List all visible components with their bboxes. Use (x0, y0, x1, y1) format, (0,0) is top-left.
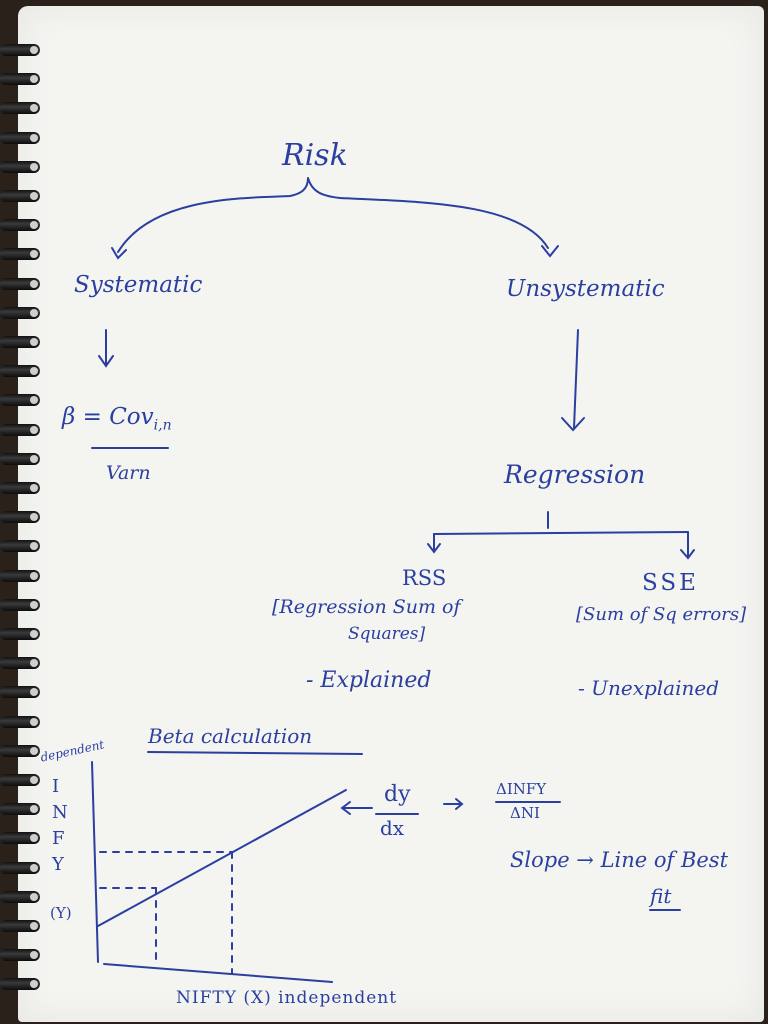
risk-label: Risk (282, 138, 348, 173)
x-axis (103, 963, 333, 983)
risk-brace (117, 177, 549, 253)
arrow-unsystematic-down (561, 329, 585, 432)
spiral-hole (30, 805, 38, 814)
spiral-hole (30, 688, 38, 697)
spiral-hole (30, 250, 38, 259)
arrow-sse (680, 531, 695, 560)
delta-numerator: ΔINFY (496, 780, 547, 798)
rss-note: - Explained (306, 668, 432, 693)
y-axis-letter: Y (52, 854, 64, 875)
spiral-hole (30, 367, 38, 376)
y-axis (91, 761, 99, 963)
spiral-hole (30, 308, 38, 317)
sse-label: SSE (642, 570, 699, 596)
beta-formula-sub: i,n (153, 417, 172, 434)
spiral-hole (30, 746, 38, 755)
spiral-hole (30, 951, 38, 960)
spiral-hole (30, 279, 38, 288)
spiral-hole (30, 75, 38, 84)
spiral-hole (30, 717, 38, 726)
systematic-label: Systematic (74, 272, 203, 298)
spiral-hole (30, 454, 38, 463)
spiral-hole (30, 192, 38, 200)
best-fit-line (97, 789, 347, 927)
sse-full: [Sum of Sq errors] (576, 604, 747, 625)
spiral-hole (30, 484, 38, 492)
spiral-hole (30, 892, 38, 901)
y-axis-letter: F (52, 828, 65, 849)
spiral-binding (0, 44, 44, 1004)
beta-denominator: Varn (106, 462, 151, 484)
rss-full-line2: Squares] (348, 624, 426, 644)
spiral-hole (30, 571, 38, 580)
spiral-hole (30, 133, 38, 142)
beta-formula-main: β = Cov (62, 404, 154, 430)
arrow-to-dydx (340, 801, 373, 815)
regression-label: Regression (504, 460, 646, 489)
arrow-to-delta (443, 798, 464, 810)
spiral-hole (30, 600, 38, 609)
spiral-hole (30, 542, 38, 551)
spiral-hole (30, 162, 38, 171)
slope-fit: fit (650, 884, 672, 908)
rss-full-line1: [Regression Sum of (272, 596, 461, 618)
spiral-hole (30, 425, 38, 434)
arrow-systematic-head (111, 247, 127, 260)
regression-branch (433, 531, 689, 535)
beta-formula: β = Covi,n (62, 404, 172, 434)
spiral-hole (30, 630, 38, 638)
y-axis-letter: I (52, 776, 60, 797)
arrow-systematic-down (98, 329, 114, 368)
spiral-hole (30, 46, 38, 54)
spiral-hole (30, 980, 38, 989)
arrow-rss (427, 533, 441, 554)
spiral-hole (30, 863, 38, 872)
spiral-hole (30, 834, 38, 843)
spiral-hole (30, 776, 38, 784)
spiral-hole (30, 338, 38, 346)
spiral-hole (30, 659, 38, 668)
y-axis-letter: N (52, 802, 68, 823)
spiral-hole (30, 922, 38, 930)
unsystematic-label: Unsystematic (506, 276, 665, 302)
delta-denominator: ΔNI (510, 804, 540, 822)
rss-label: RSS (402, 566, 447, 590)
beta-heading: Beta calculation (148, 724, 313, 748)
slope-text: Slope → Line of Best (510, 848, 729, 872)
beta-heading-underline (147, 751, 363, 755)
dy-label: dy (384, 782, 411, 807)
spiral-hole (30, 396, 38, 405)
spiral-hole (30, 104, 38, 113)
y-symbol: (Y) (50, 904, 72, 922)
dx-label: dx (380, 816, 405, 840)
spiral-hole (30, 221, 38, 230)
arrow-unsystematic-head (541, 245, 559, 258)
spiral-hole (30, 513, 38, 522)
x-axis-label: NIFTY (X) independent (176, 988, 398, 1008)
sse-note: - Unexplained (578, 676, 720, 700)
